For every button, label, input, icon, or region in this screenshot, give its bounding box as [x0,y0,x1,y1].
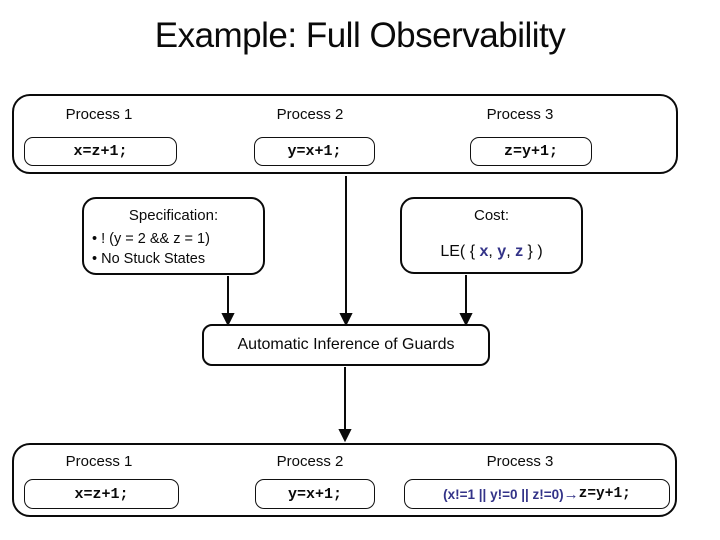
top-process-1-code-box: x=z+1; [24,137,177,166]
bottom-process-1-code: x=z+1; [74,485,129,503]
top-process-3-label: Process 3 [486,106,554,123]
cost-expr-prefix: LE( { [440,243,480,260]
cost-var-y: y [497,243,507,260]
bottom-process-2-code-box: y=x+1; [255,479,375,509]
specification-bullets: ! (y = 2 && z = 1) No Stuck States [92,230,210,269]
specification-box: Specification: ! (y = 2 && z = 1) No Stu… [82,197,265,275]
top-process-2-label: Process 2 [276,106,344,123]
top-process-2-code: y=x+1; [287,143,342,160]
arrowhead-cost-to-inference [459,313,473,327]
bottom-process-1-label: Process 1 [65,453,133,470]
bottom-process-3-code-box: (x!=1 || y!=0 || z!=0)→z=y+1; [404,479,670,509]
bottom-process-3-label: Process 3 [486,453,554,470]
cost-expr-suffix: } ) [523,243,543,260]
slide-title: Example: Full Observability [154,16,566,55]
specification-bullet-1: ! (y = 2 && z = 1) [92,230,210,250]
top-process-3-code: z=y+1; [503,143,558,160]
bottom-process-2-code: y=x+1; [287,485,342,503]
cost-comma-1: , [488,243,498,260]
bottom-process-1-code-box: x=z+1; [24,479,179,509]
bottom-process-group: Process 1 Process 2 Process 3 x=z+1; y=x… [12,443,677,517]
bottom-process-2-label: Process 2 [276,453,344,470]
top-process-group: Process 1 Process 2 Process 3 x=z+1; y=x… [12,94,678,174]
top-process-1-label: Process 1 [65,106,133,123]
specification-title: Specification: [128,207,219,224]
bottom-process-3-guard: (x!=1 || y!=0 || z!=0) [443,486,564,502]
arrowhead-inference-to-bottom [338,429,352,443]
cost-var-x: x [479,243,489,260]
cost-box: Cost: LE( { x, y, z } ) [400,197,583,274]
cost-comma-2: , [506,243,516,260]
top-process-1-code: x=z+1; [73,143,128,160]
top-process-2-code-box: y=x+1; [254,137,375,166]
guard-implies-arrow-icon: → [563,485,579,503]
bottom-process-3-code: z=y+1; [578,486,631,502]
arrowhead-top-to-inference [339,313,353,327]
cost-var-z: z [515,243,524,260]
top-process-3-code-box: z=y+1; [470,137,592,166]
specification-bullet-2: No Stuck States [92,250,210,270]
inference-box: Automatic Inference of Guards [202,324,490,366]
arrowhead-spec-to-inference [221,313,235,327]
cost-expression: LE( { x, y, z } ) [402,243,581,261]
cost-title: Cost: [473,207,509,224]
inference-box-label: Automatic Inference of Guards [237,336,455,353]
